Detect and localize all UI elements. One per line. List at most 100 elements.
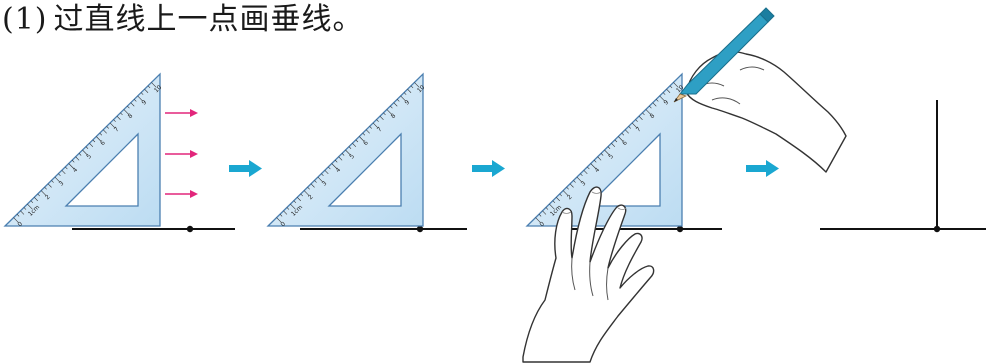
ruler-tick-mark	[297, 197, 301, 202]
ruler-tick-mark	[621, 132, 625, 136]
ruler-tick-mark	[109, 122, 116, 129]
ruler-tick-mark	[372, 122, 379, 129]
ruler-tick-mark	[362, 132, 366, 136]
ruler-tick-mark	[328, 166, 331, 170]
ruler-tick-mark	[390, 105, 393, 109]
ruler-tick-mark	[68, 163, 74, 169]
ruler-tick-label: 2	[307, 193, 315, 201]
ruler-tick-mark	[307, 186, 310, 190]
hand-icon	[522, 186, 655, 363]
ruler-tick-mark	[403, 92, 407, 95]
ruler-tick-label: 3	[58, 180, 66, 188]
ruler-tick-mark	[44, 186, 47, 190]
ruler-tick-mark	[662, 92, 666, 95]
ruler-tick-mark	[635, 119, 638, 122]
ruler-tick-mark	[600, 153, 604, 156]
ruler-tick-mark	[393, 102, 398, 107]
given-point	[186, 225, 194, 233]
ruler-tick-mark	[576, 176, 583, 183]
given-point	[676, 225, 684, 233]
ruler-tick-mark	[669, 85, 673, 89]
ruler-tick-mark	[376, 119, 379, 122]
ruler-tick-mark	[303, 190, 310, 196]
given-point	[933, 225, 941, 233]
ruler-tick-mark	[624, 129, 629, 134]
ruler-tick-mark	[645, 109, 651, 115]
ruler-tick-mark	[638, 115, 643, 120]
ruler-tick-label: 5	[607, 153, 615, 161]
ruler-tick-mark	[593, 159, 597, 163]
ruler-tick-mark	[655, 99, 659, 102]
ruler-tick-mark	[137, 95, 143, 102]
ruler-tick-mark	[545, 207, 549, 210]
ruler-tick-mark	[590, 163, 596, 169]
step-4	[820, 100, 986, 233]
ruler-tick-mark	[61, 170, 66, 175]
ruler-tick-mark	[580, 173, 583, 177]
ruler-tick-mark	[562, 190, 569, 196]
ruler-tick-mark	[573, 180, 576, 183]
ruler-tick-mark	[607, 146, 611, 149]
ruler-tick-label: 9	[662, 99, 670, 107]
ruler-tick-mark	[283, 210, 288, 215]
ruler-tick-mark	[151, 82, 157, 88]
ruler-tick-mark	[379, 115, 384, 120]
ruler-tick-mark	[542, 210, 547, 215]
ruler-tick-mark	[47, 183, 52, 188]
ruler-tick-mark	[99, 132, 103, 136]
ruler-tick-label: 7	[376, 126, 384, 134]
ruler-tick-mark	[410, 85, 414, 89]
ruler-tick-mark	[649, 105, 652, 109]
ruler-tick-label: 6	[99, 139, 107, 147]
ruler-tick-mark	[92, 139, 96, 143]
ruler-tick-label: 9	[403, 99, 411, 107]
ruler-tick-mark	[345, 149, 351, 156]
ruler-tick-mark	[400, 95, 406, 102]
ruler-tick-mark	[106, 126, 109, 129]
ruler-tick-mark	[58, 173, 61, 177]
ruler-tick-label: 3	[580, 180, 588, 188]
ruler-tick-mark	[293, 200, 297, 204]
ruler-tick-mark	[133, 99, 137, 102]
ruler-tick-mark	[78, 153, 82, 156]
ruler-tick-label: 0	[16, 220, 24, 228]
ruler-tick-mark	[383, 112, 386, 116]
ruler-tick-mark	[341, 153, 345, 156]
ruler-tick-label: 8	[390, 112, 398, 120]
ruler-tick-mark	[659, 95, 665, 102]
ruler-tick-mark	[348, 146, 352, 149]
ruler-tick-mark	[140, 92, 144, 95]
ruler-tick-mark	[82, 149, 88, 156]
ruler-tick-label: 6	[362, 139, 370, 147]
heading: (1)过直线上一点画垂线。	[2, 0, 364, 40]
ruler-tick-mark	[355, 139, 359, 143]
ruler-tick-mark	[569, 183, 574, 188]
ruler-tick-mark	[334, 159, 338, 163]
ruler-tick-mark	[276, 217, 282, 223]
ruler-tick-mark	[604, 149, 610, 156]
ruler-tick-mark	[338, 156, 343, 161]
right-arrow-icon	[746, 160, 779, 177]
ruler-tick-label: 10	[416, 84, 426, 94]
ruler-tick-mark	[65, 166, 68, 170]
ruler-tick-mark	[396, 99, 400, 102]
ruler-tick-mark	[13, 217, 19, 223]
ruler-tick-mark	[89, 143, 94, 148]
ruler-tick-mark	[556, 197, 560, 202]
ruler-tick-mark	[85, 146, 89, 149]
ruler-tick-mark	[130, 102, 135, 107]
ruler-tick-label: 4	[72, 166, 80, 174]
ruler-tick-label: 7	[113, 126, 121, 134]
ruler-tick-mark	[566, 186, 569, 190]
ruler-tick-mark	[365, 129, 370, 134]
ruler-tick-mark	[34, 197, 38, 202]
heading-number: (1)	[2, 2, 48, 37]
ruler-tick-label: 8	[649, 112, 657, 120]
